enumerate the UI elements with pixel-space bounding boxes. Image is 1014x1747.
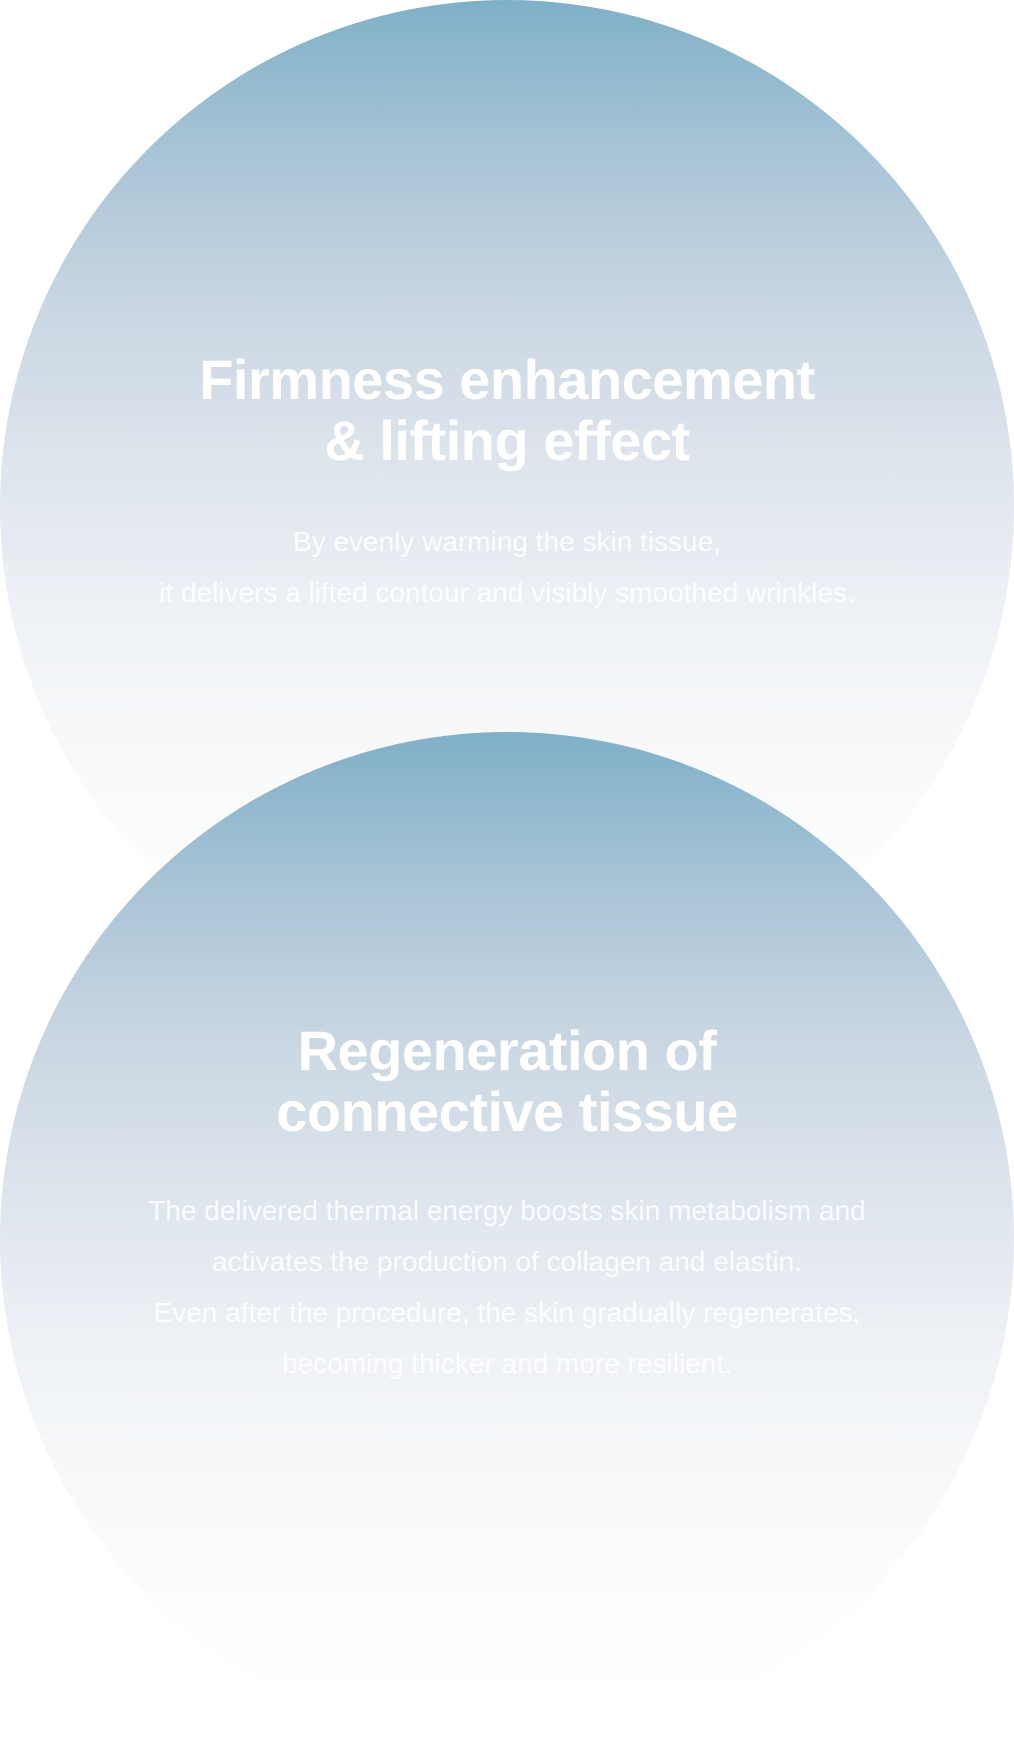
section-title-firmness: Firmness enhancement & lifting effect xyxy=(0,349,1014,471)
title-line: connective tissue xyxy=(276,1080,738,1143)
description-line: The delivered thermal energy boosts skin… xyxy=(148,1195,866,1226)
description-line: activates the production of collagen and… xyxy=(212,1246,802,1277)
section-description-regeneration: The delivered thermal energy boosts skin… xyxy=(0,1185,1014,1389)
title-line: Firmness enhancement xyxy=(199,348,815,411)
feature-circle-regeneration xyxy=(0,732,1014,1746)
description-line: By evenly warming the skin tissue, xyxy=(293,526,721,557)
title-line: & lifting effect xyxy=(324,409,690,472)
description-line: it delivers a lifted contour and visibly… xyxy=(159,577,855,608)
section-description-firmness: By evenly warming the skin tissue, it de… xyxy=(0,516,1014,618)
title-line: Regeneration of xyxy=(297,1019,717,1082)
section-title-regeneration: Regeneration of connective tissue xyxy=(0,1020,1014,1142)
description-line: Even after the procedure, the skin gradu… xyxy=(153,1297,861,1328)
description-line: becoming thicker and more resilient. xyxy=(282,1348,732,1379)
